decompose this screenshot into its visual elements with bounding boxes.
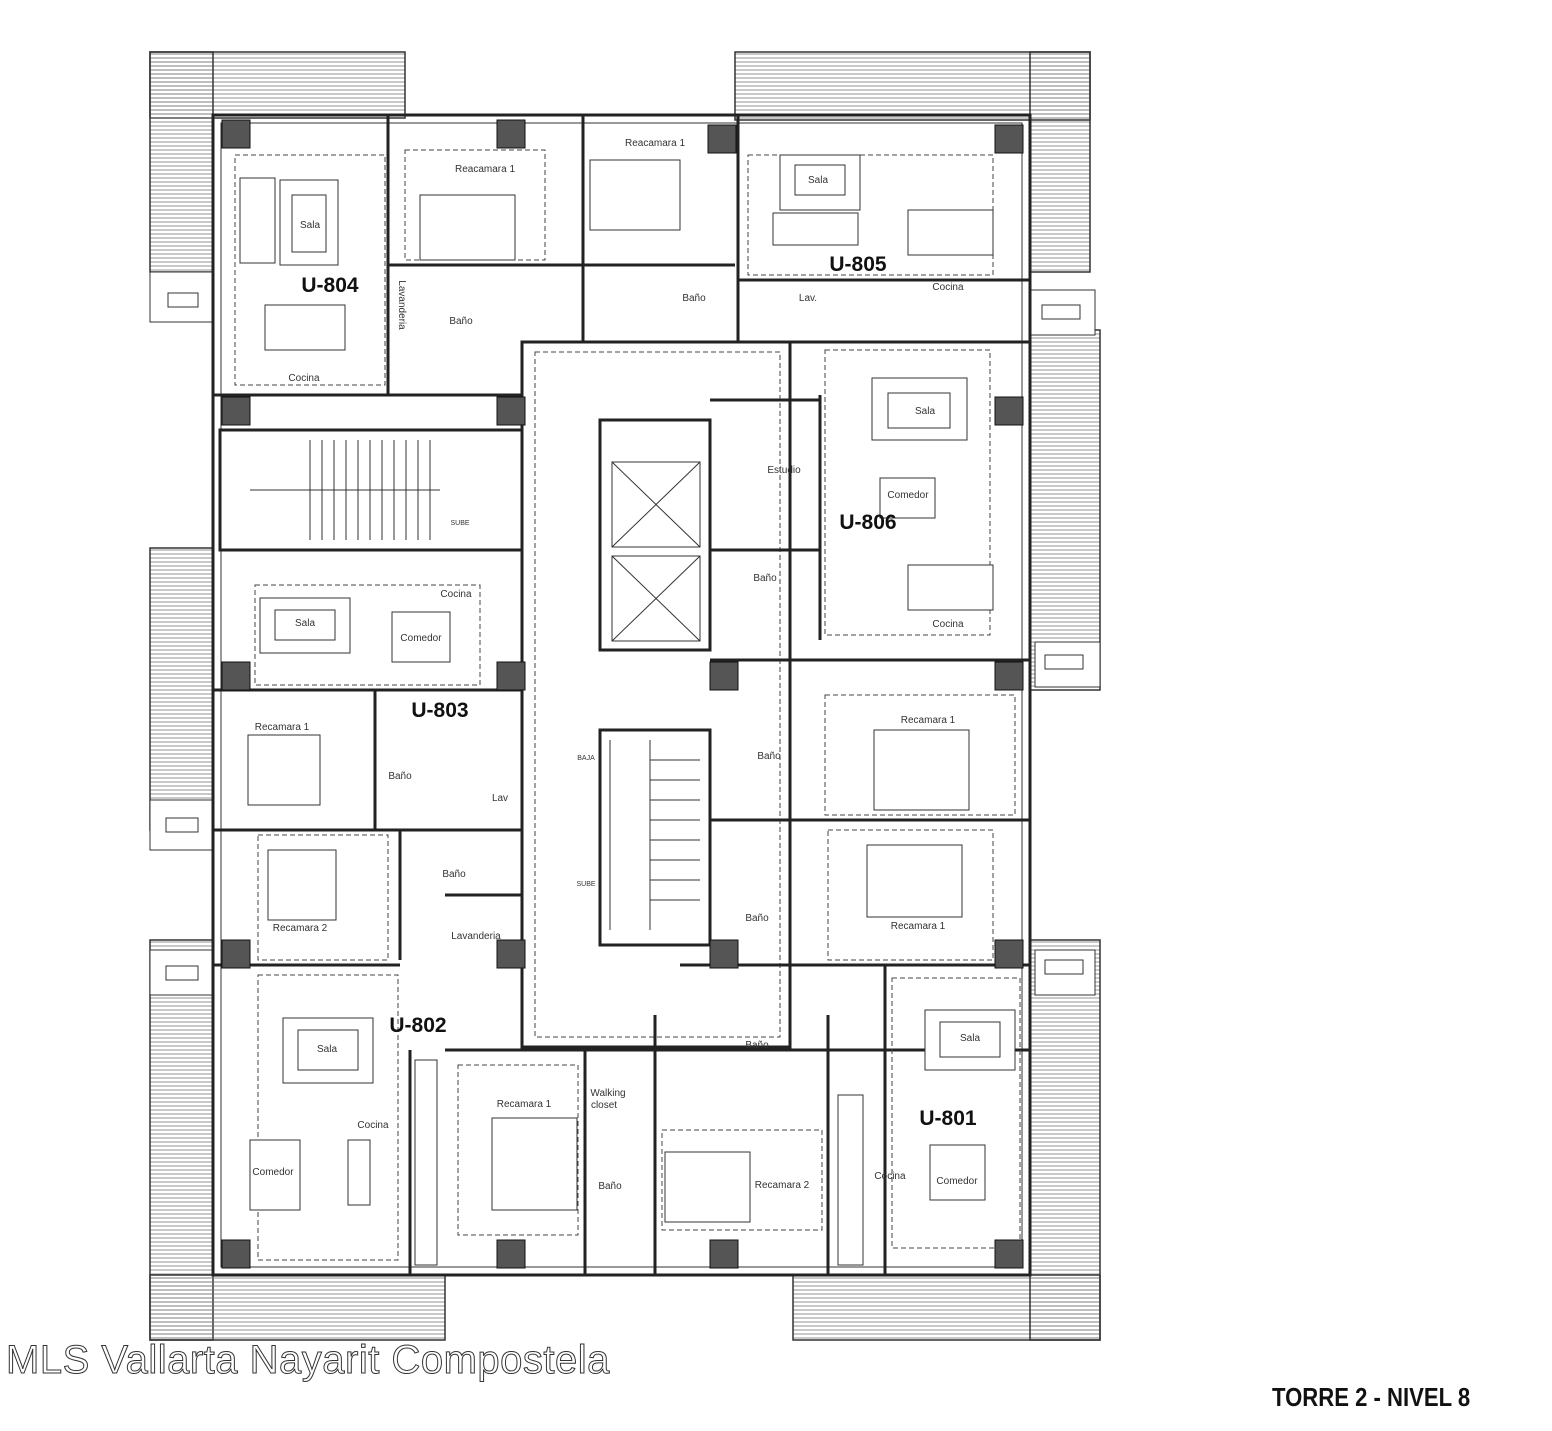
room-label: closet <box>591 1100 617 1111</box>
room-label: Baño <box>745 1040 769 1051</box>
room-label: Cocina <box>288 373 320 384</box>
svg-text:BAJA: BAJA <box>577 755 595 762</box>
room-label: Baño <box>598 1181 622 1192</box>
room-label: Lavanderia <box>396 280 407 330</box>
west-stair-treads <box>250 440 440 540</box>
room-label: Sala <box>295 618 315 629</box>
room-label: Cocina <box>932 282 964 293</box>
room-label: Recamara 2 <box>755 1180 810 1191</box>
svg-text:SUBE: SUBE <box>450 520 469 527</box>
room-label: Recamara 2 <box>273 923 328 934</box>
stair-labels: SUBE BAJA SUBE <box>450 520 595 888</box>
unit-label-803: U-803 <box>411 699 468 722</box>
core-stair-treads <box>609 740 700 930</box>
room-label: Comedor <box>400 633 442 644</box>
room-label: Baño <box>442 869 466 880</box>
room-label: Comedor <box>887 490 929 501</box>
room-label: Lavanderia <box>451 931 501 942</box>
watermark: MLS Vallarta Nayarit Compostela <box>6 1338 610 1383</box>
room-label: Sala <box>317 1044 337 1055</box>
furniture <box>239 154 1016 1266</box>
unit-label-802: U-802 <box>389 1014 446 1037</box>
room-label: Cocina <box>874 1171 906 1182</box>
room-label: Recamara 1 <box>255 722 310 733</box>
room-labels: Sala Cocina Lavanderia Baño Reacamara 1 … <box>252 138 980 1192</box>
room-label: Lav <box>492 793 508 804</box>
unit-label-806: U-806 <box>839 511 896 534</box>
room-label: Walking <box>590 1088 625 1099</box>
plan-title: TORRE 2 - NIVEL 8 <box>1272 1382 1471 1412</box>
room-label: Estudio <box>767 465 801 476</box>
room-label: Reacamara 1 <box>625 138 685 149</box>
columns <box>221 119 1024 1269</box>
room-label: Baño <box>449 316 473 327</box>
room-label: Baño <box>682 293 706 304</box>
room-label: Comedor <box>252 1167 294 1178</box>
room-label: Recamara 1 <box>891 921 946 932</box>
room-label: Cocina <box>440 589 472 600</box>
room-label: Sala <box>915 406 935 417</box>
room-label: Cocina <box>357 1120 389 1131</box>
unit-label-805: U-805 <box>829 253 887 276</box>
room-label: Baño <box>757 751 781 762</box>
walls <box>211 113 1032 1277</box>
room-label: Baño <box>388 771 412 782</box>
balconies <box>149 51 1101 1341</box>
room-label: Recamara 1 <box>901 715 956 726</box>
unit-label-804: U-804 <box>301 274 359 297</box>
room-label: Reacamara 1 <box>455 164 515 175</box>
room-label: Baño <box>745 913 769 924</box>
room-label: Sala <box>960 1033 980 1044</box>
room-label: Recamara 1 <box>497 1099 552 1110</box>
room-label: Comedor <box>936 1176 978 1187</box>
room-label: Lav. <box>799 293 817 304</box>
room-label: Baño <box>753 573 777 584</box>
room-label: Sala <box>300 220 320 231</box>
svg-text:SUBE: SUBE <box>576 881 595 888</box>
room-label: Cocina <box>932 619 964 630</box>
unit-labels: U-804 U-805 U-806 U-803 U-802 U-801 <box>301 253 977 1130</box>
unit-label-801: U-801 <box>919 1107 977 1130</box>
room-label: Sala <box>808 175 828 186</box>
